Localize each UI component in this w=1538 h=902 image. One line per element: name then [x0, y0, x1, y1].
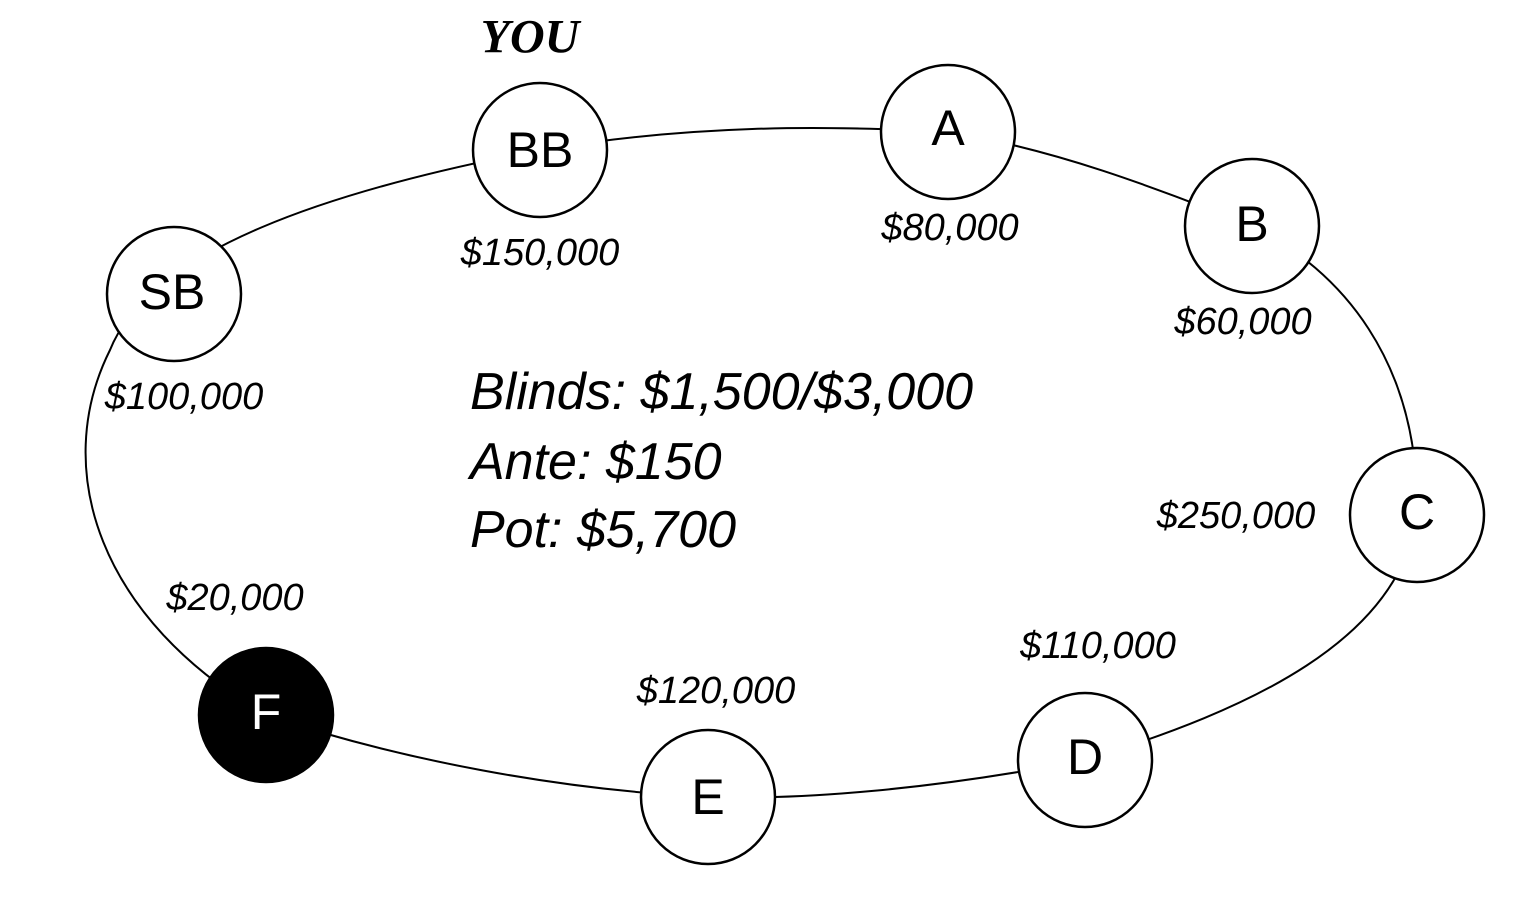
- seat-label: B: [1235, 196, 1268, 252]
- seat-label: BB: [507, 122, 574, 178]
- table-info: Blinds: $1,500/$3,000 Ante: $150 Pot: $5…: [467, 363, 973, 559]
- stack-label: $60,000: [1173, 301, 1311, 343]
- seat-e: E $120,000: [636, 670, 796, 866]
- seat-a: A $80,000: [879, 63, 1019, 249]
- seat-c: C $250,000: [1156, 446, 1486, 584]
- stack-label: $120,000: [636, 670, 796, 712]
- seat-label: C: [1399, 484, 1435, 540]
- stack-label: $20,000: [165, 577, 303, 619]
- stack-label: $80,000: [880, 207, 1018, 249]
- seat-label: A: [931, 100, 965, 156]
- seat-sb: SB $100,000: [104, 225, 264, 418]
- seat-b: B $60,000: [1173, 157, 1321, 343]
- seat-label: SB: [139, 264, 206, 320]
- seat-bb: BB $150,000: [460, 81, 620, 274]
- blinds-text: Blinds: $1,500/$3,000: [470, 363, 973, 421]
- seat-label: F: [251, 684, 282, 740]
- stack-label: $100,000: [104, 376, 264, 418]
- seat-label: E: [691, 769, 724, 825]
- seat-f: F $20,000: [165, 577, 335, 784]
- hero-label: YOU: [481, 11, 582, 64]
- ante-text: Ante: $150: [467, 433, 722, 491]
- stack-label: $110,000: [1019, 625, 1176, 667]
- seat-label: D: [1067, 729, 1103, 785]
- stack-label: $150,000: [460, 232, 620, 274]
- pot-text: Pot: $5,700: [470, 501, 736, 559]
- stack-label: $250,000: [1156, 495, 1316, 537]
- seat-d: D $110,000: [1016, 625, 1176, 829]
